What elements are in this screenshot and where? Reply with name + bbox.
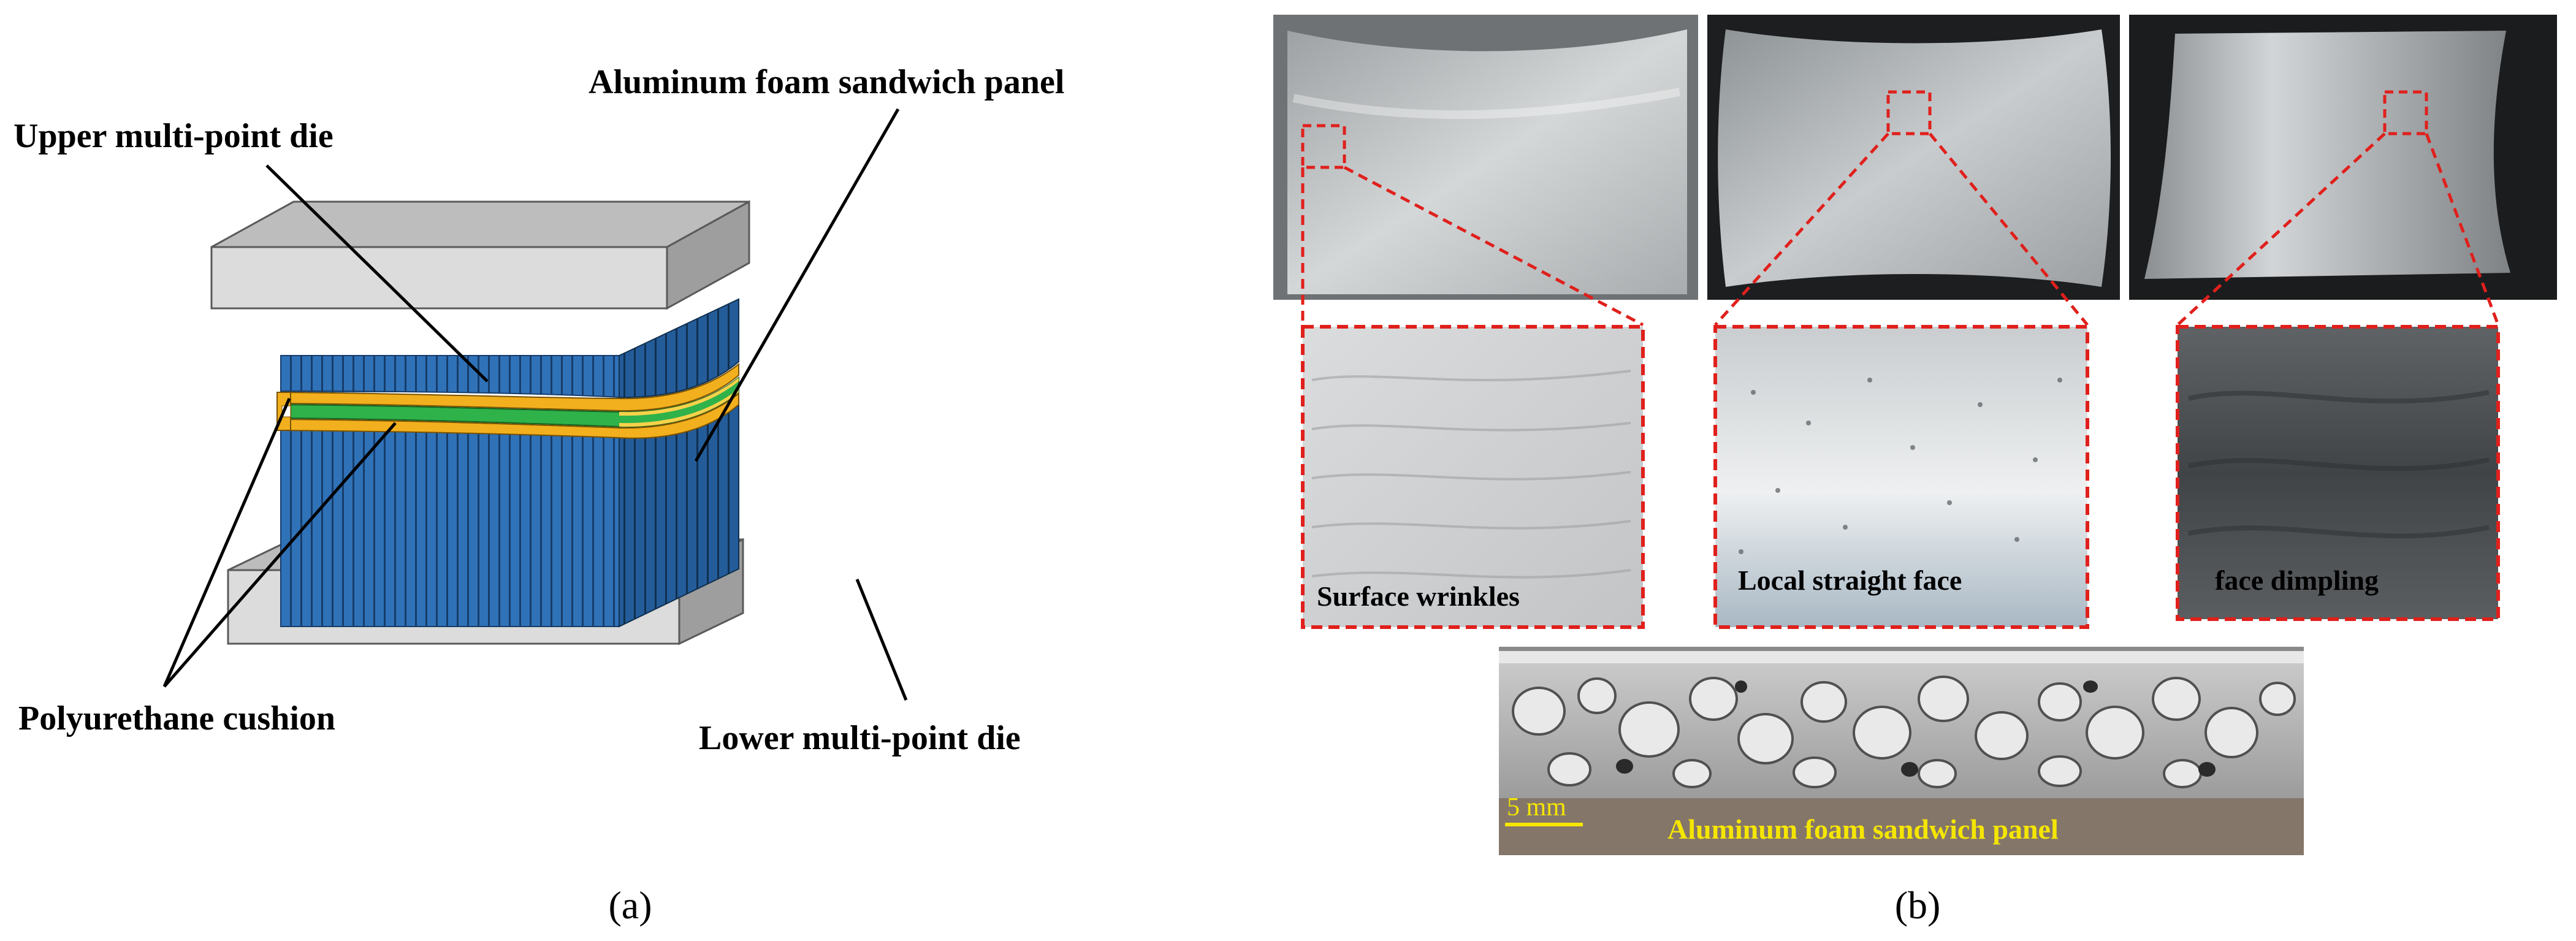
photo-right — [2129, 15, 2557, 300]
zoom-surface-wrinkles: Surface wrinkles — [1301, 325, 1645, 629]
leader-lines — [162, 108, 908, 701]
caption-b: (b) — [1895, 883, 1941, 927]
label-sandwich-panel: Aluminum foam sandwich panel — [589, 63, 1064, 101]
photo-left — [1273, 15, 1698, 300]
label-surface-wrinkles: Surface wrinkles — [1317, 581, 1520, 612]
caption-a: (a) — [608, 883, 652, 927]
label-polyurethane-cushion: Polyurethane cushion — [18, 699, 335, 737]
panel-a-die-assembly: Upper multi-point die Aluminum foam sand… — [13, 63, 1064, 927]
upper-plate — [210, 200, 750, 310]
lower-multi-point-die — [280, 403, 739, 628]
label-lower-multi-point-die: Lower multi-point die — [699, 719, 1021, 757]
foam-cells — [1512, 676, 2296, 788]
selection-boxes — [1301, 90, 2428, 169]
callout-connectors — [1301, 132, 2500, 327]
upper-multi-point-die — [280, 298, 739, 398]
sandwich-panel-and-cushions — [276, 362, 739, 439]
zoom-local-straight-face: Local straight face — [1713, 325, 2089, 629]
sandwich-cross-section-photo: 5 mm Aluminum foam sandwich panel — [1499, 647, 2304, 855]
label-upper-multi-point-die: Upper multi-point die — [13, 117, 333, 155]
panel-b-photos: Surface wrinkles Local straight face fac… — [1273, 15, 2557, 927]
label-scale-bar: 5 mm — [1507, 793, 1566, 821]
zoom-face-dimpling: face dimpling — [2176, 325, 2500, 621]
label-cross-section-panel: Aluminum foam sandwich panel — [1667, 813, 2059, 845]
label-local-straight-face: Local straight face — [1738, 565, 1962, 596]
label-face-dimpling: face dimpling — [2215, 565, 2379, 596]
photo-middle — [1707, 15, 2120, 300]
